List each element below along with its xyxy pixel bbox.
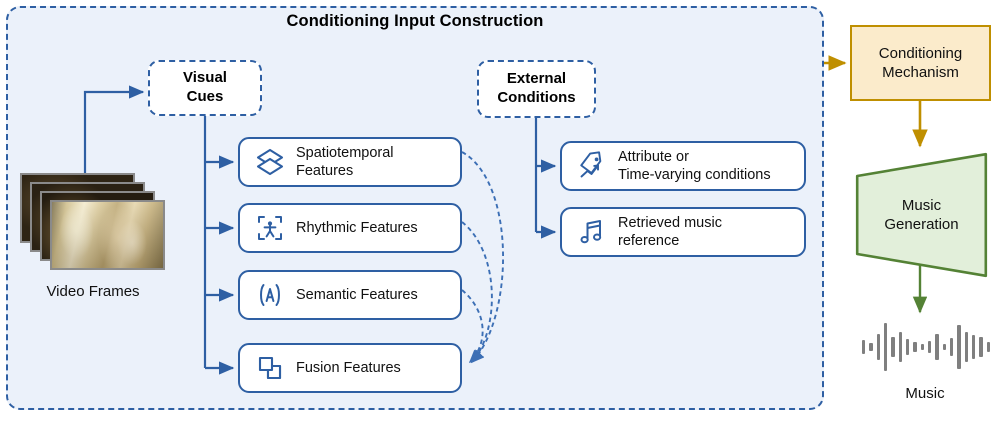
waveform-bar (935, 334, 939, 360)
overlapping-squares-icon (250, 348, 290, 388)
feature-label: Spatiotemporal Features (296, 144, 394, 179)
music-generation-shape[interactable]: Music Generation (855, 152, 988, 278)
pose-person-icon (250, 208, 290, 248)
waveform-bar (862, 340, 866, 354)
music-output-label: Music (905, 385, 945, 402)
dashed-arrow-rhythmic-to-fusion (461, 221, 493, 364)
condition-label: Retrieved music reference (618, 214, 722, 249)
group-external-conditions[interactable]: External Conditions (477, 60, 596, 118)
waveform-bar (884, 323, 888, 371)
waveform-bar (913, 342, 917, 352)
waveform-bar (920, 344, 924, 350)
conditioning-mechanism-box[interactable]: Conditioning Mechanism (850, 25, 991, 101)
feature-label: Semantic Features (296, 286, 418, 303)
feature-box-semantic[interactable]: Semantic Features (238, 270, 462, 320)
page-title: Conditioning Input Construction (286, 12, 544, 30)
condition-box-retrieved-music[interactable]: Retrieved music reference (560, 207, 806, 257)
waveform-bar (971, 335, 976, 359)
layers-stack-icon (250, 142, 290, 182)
waveform-bar (957, 325, 961, 369)
conditioning-mechanism-label: Conditioning Mechanism (878, 44, 963, 82)
dashed-arrow-spatiotemporal-to-fusion (461, 151, 505, 364)
group-visual-cues-label: Visual Cues (183, 69, 227, 105)
feature-box-fusion[interactable]: Fusion Features (238, 343, 462, 393)
dashed-arrow-semantic-to-fusion (461, 289, 484, 364)
waveform-bar (898, 332, 903, 362)
waveform-bar (949, 338, 954, 356)
feature-label: Fusion Features (296, 359, 401, 376)
group-external-conditions-label: External Conditions (497, 70, 576, 106)
waveform-bar (891, 337, 895, 357)
feature-label: Rhythmic Features (296, 219, 418, 236)
audio-waveform-icon (862, 318, 990, 376)
video-frames-stack[interactable] (20, 173, 165, 273)
bracket-a-icon (250, 275, 290, 315)
waveform-bar (942, 344, 946, 350)
video-frames-label: Video Frames (46, 283, 140, 300)
feature-box-rhythmic[interactable]: Rhythmic Features (238, 203, 462, 253)
music-generation-label: Music Generation (884, 196, 959, 234)
waveform-bar (986, 342, 990, 352)
waveform-bar (928, 341, 932, 353)
waveform-bar (876, 334, 881, 360)
music-note-icon (572, 212, 612, 252)
condition-box-attribute[interactable]: Attribute or Time-varying conditions (560, 141, 806, 191)
waveform-bar (869, 343, 873, 351)
waveform-bar (906, 339, 910, 355)
tag-trendline-icon (572, 146, 612, 186)
group-visual-cues[interactable]: Visual Cues (148, 60, 262, 116)
video-frame (50, 200, 165, 270)
waveform-bar (979, 337, 983, 357)
feature-box-spatiotemporal[interactable]: Spatiotemporal Features (238, 137, 462, 187)
waveform-bar (964, 332, 968, 362)
arrow-video-to-visual-cues (83, 85, 145, 186)
condition-label: Attribute or Time-varying conditions (618, 148, 771, 183)
trapezoid-shape (855, 152, 988, 278)
